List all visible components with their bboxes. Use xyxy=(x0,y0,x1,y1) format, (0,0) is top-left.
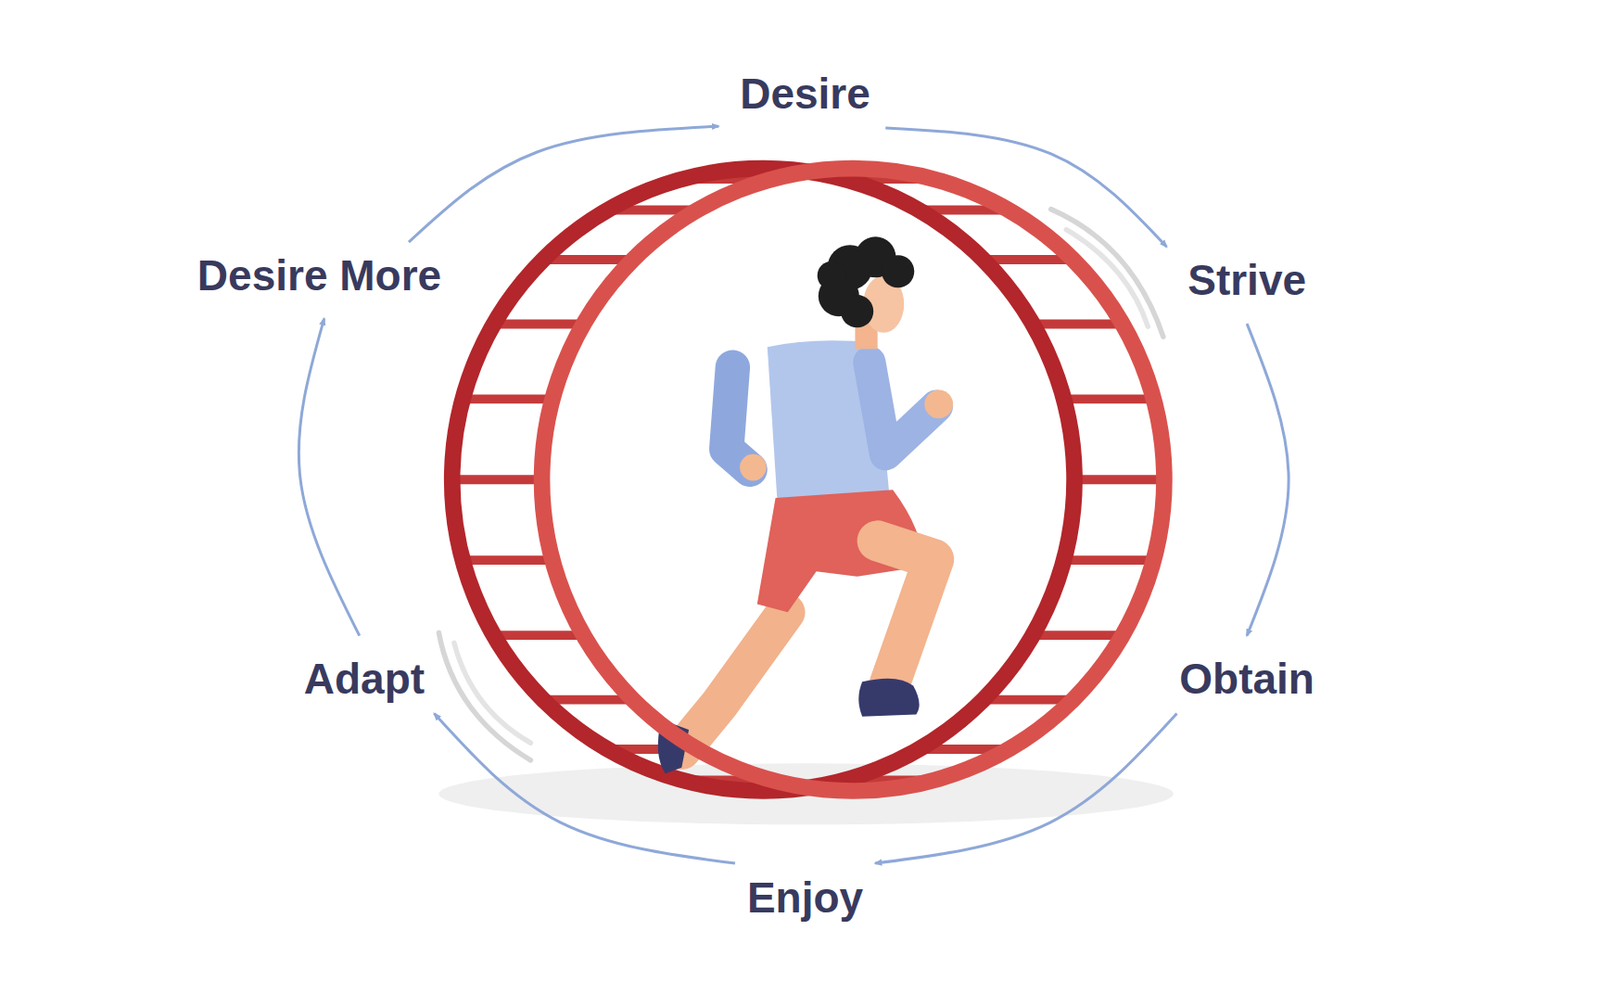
wheel-rungs xyxy=(452,178,1165,780)
cycle-step: Desire More xyxy=(190,247,449,305)
step-label: Desire More xyxy=(197,251,442,301)
wheel-rung xyxy=(1032,318,1123,329)
cycle-arrow xyxy=(298,318,359,636)
wheel-rung xyxy=(1032,630,1123,640)
wheel-front-ring xyxy=(542,168,1165,791)
cycle-step: Enjoy xyxy=(739,869,871,927)
cycle-arrow xyxy=(885,127,1167,247)
cycle-arrow xyxy=(875,713,1177,864)
cycle-step: Desire xyxy=(732,65,878,123)
wheel-rung xyxy=(1064,555,1155,565)
step-label: Adapt xyxy=(304,654,425,704)
cycle-step: Obtain xyxy=(1171,650,1322,708)
step-label: Strive xyxy=(1187,255,1307,305)
runner-figure xyxy=(658,236,953,774)
wheel-rung xyxy=(494,630,585,640)
step-label: Desire xyxy=(739,69,871,119)
wheel-rung xyxy=(1064,393,1155,404)
wheel-rung xyxy=(462,555,553,565)
cycle-step: Strive xyxy=(1180,252,1314,309)
step-label: Obtain xyxy=(1179,654,1315,704)
wheel-rung xyxy=(494,318,585,329)
wheel-rung xyxy=(452,474,543,484)
step-label: Enjoy xyxy=(747,873,864,923)
cycle-step: Adapt xyxy=(296,650,432,708)
cycle-arrow xyxy=(408,126,719,242)
cycle-arrow xyxy=(1246,323,1289,635)
wheel-rung xyxy=(1074,474,1165,484)
wheel-rung xyxy=(462,393,553,404)
cycle-arrow xyxy=(433,713,736,864)
